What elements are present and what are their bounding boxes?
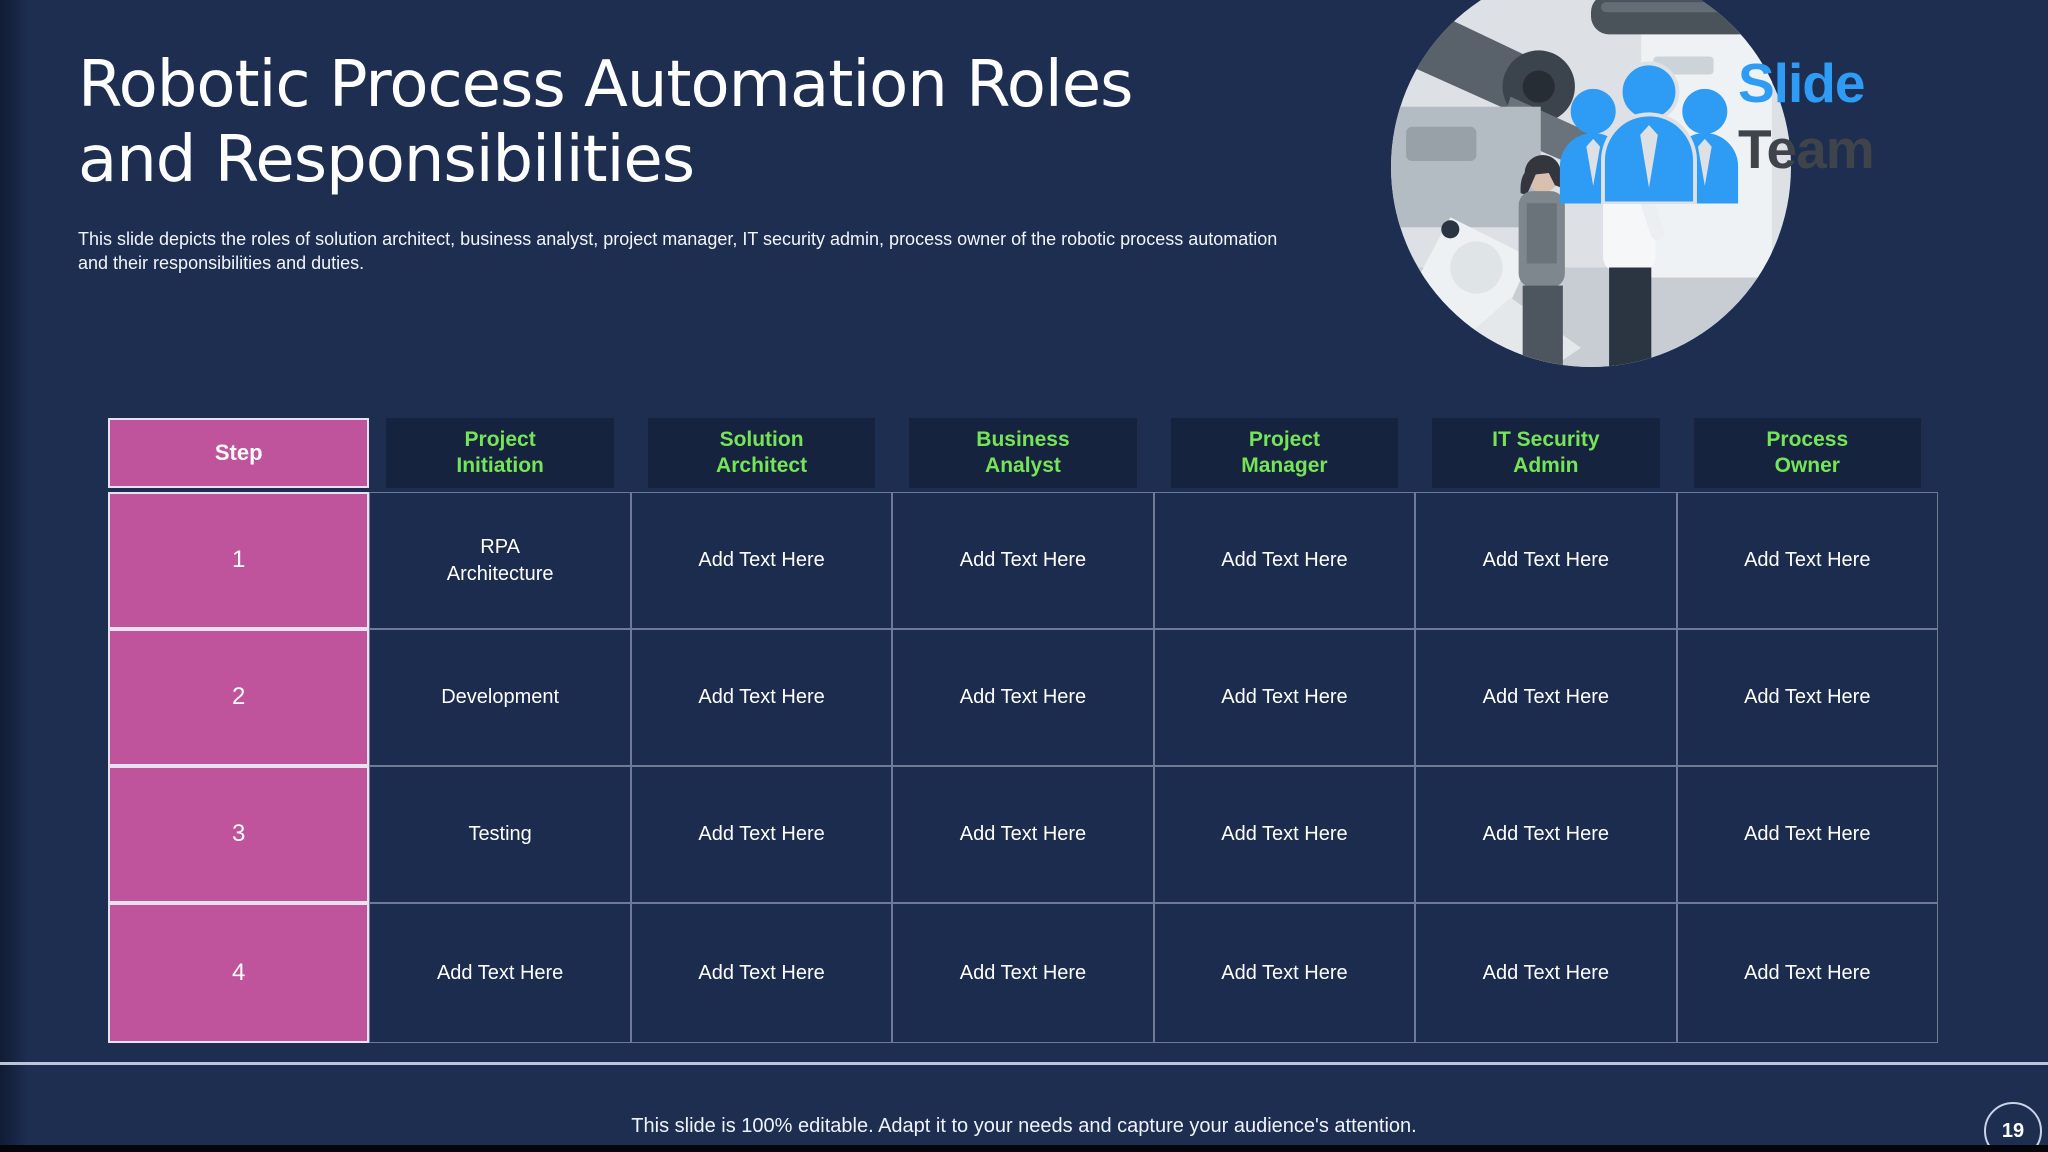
table-cell-placeholder[interactable]: Add Text Here: [1153, 903, 1416, 1043]
table-cell: Testing: [369, 766, 631, 903]
table-cell-placeholder[interactable]: Add Text Here: [630, 492, 893, 629]
step-cell: 3: [108, 766, 370, 903]
column-header-project-initiation: Project Initiation: [386, 418, 614, 488]
left-edge-shade: [0, 0, 28, 1152]
column-header-process-owner: Process Owner: [1693, 418, 1921, 488]
table-cell-placeholder[interactable]: Add Text Here: [892, 766, 1154, 903]
table-body: 1 RPA Architecture Add Text Here Add Tex…: [108, 492, 1938, 1043]
column-header-solution-architect: Solution Architect: [647, 418, 876, 488]
page-number: 19: [2001, 1119, 2025, 1142]
page-title: Robotic Process Automation Roles and Res…: [78, 48, 1308, 198]
robot-factory-photo: [1391, 0, 1791, 367]
footer-divider: [0, 1062, 2048, 1065]
logo-word-slide: Slide: [1738, 52, 1865, 114]
team-people-icon: [1559, 61, 1739, 204]
table-cell-placeholder[interactable]: Add Text Here: [1415, 903, 1677, 1043]
step-cell: 2: [108, 629, 370, 766]
page-number-badge: 19: [1984, 1102, 2042, 1152]
footer-note: This slide is 100% editable. Adapt it to…: [631, 1115, 1417, 1137]
step-cell: 4: [108, 903, 370, 1043]
roles-table: Step Project Initiation Solution Archite…: [108, 418, 1938, 1043]
table-cell-placeholder[interactable]: Add Text Here: [1676, 492, 1938, 629]
table-cell-placeholder[interactable]: Add Text Here: [630, 766, 893, 903]
table-cell-placeholder[interactable]: Add Text Here: [1153, 766, 1416, 903]
table-cell-placeholder[interactable]: Add Text Here: [1415, 766, 1677, 903]
table-cell-placeholder[interactable]: Add Text Here: [1676, 903, 1938, 1043]
column-header-it-security-admin: IT Security Admin: [1432, 418, 1660, 488]
table-cell-placeholder[interactable]: Add Text Here: [1415, 629, 1677, 766]
table-cell-placeholder[interactable]: Add Text Here: [1676, 629, 1938, 766]
table-cell-placeholder[interactable]: Add Text Here: [1676, 766, 1938, 903]
page-title-line2: and Responsibilities: [78, 122, 695, 197]
table-header-row: Step Project Initiation Solution Archite…: [108, 418, 1938, 488]
step-cell: 1: [108, 492, 370, 629]
table-cell-placeholder[interactable]: Add Text Here: [892, 492, 1154, 629]
slideteam-logo: Slide Team: [1738, 50, 1875, 182]
table-cell-placeholder[interactable]: Add Text Here: [1153, 492, 1416, 629]
column-header-step: Step: [108, 418, 370, 488]
table-cell-placeholder[interactable]: Add Text Here: [892, 903, 1154, 1043]
slide-subtitle: This slide depicts the roles of solution…: [78, 229, 1278, 273]
woman-engineer-figure: [1518, 154, 1565, 367]
table-cell-placeholder[interactable]: Add Text Here: [1415, 492, 1677, 629]
column-header-project-manager: Project Manager: [1170, 418, 1399, 488]
table-cell: RPA Architecture: [369, 492, 631, 629]
table-cell-placeholder[interactable]: Add Text Here: [892, 629, 1154, 766]
logo-word-team: Team: [1738, 118, 1875, 180]
table-cell-placeholder[interactable]: Add Text Here: [630, 903, 893, 1043]
table-cell-placeholder[interactable]: Add Text Here: [1153, 629, 1416, 766]
table-cell: Development: [369, 629, 631, 766]
bottom-edge-strip: [0, 1145, 2048, 1152]
column-header-business-analyst: Business Analyst: [909, 418, 1137, 488]
table-cell-placeholder[interactable]: Add Text Here: [630, 629, 893, 766]
table-cell-placeholder[interactable]: Add Text Here: [369, 903, 631, 1043]
page-title-line1: Robotic Process Automation Roles: [78, 48, 1133, 122]
